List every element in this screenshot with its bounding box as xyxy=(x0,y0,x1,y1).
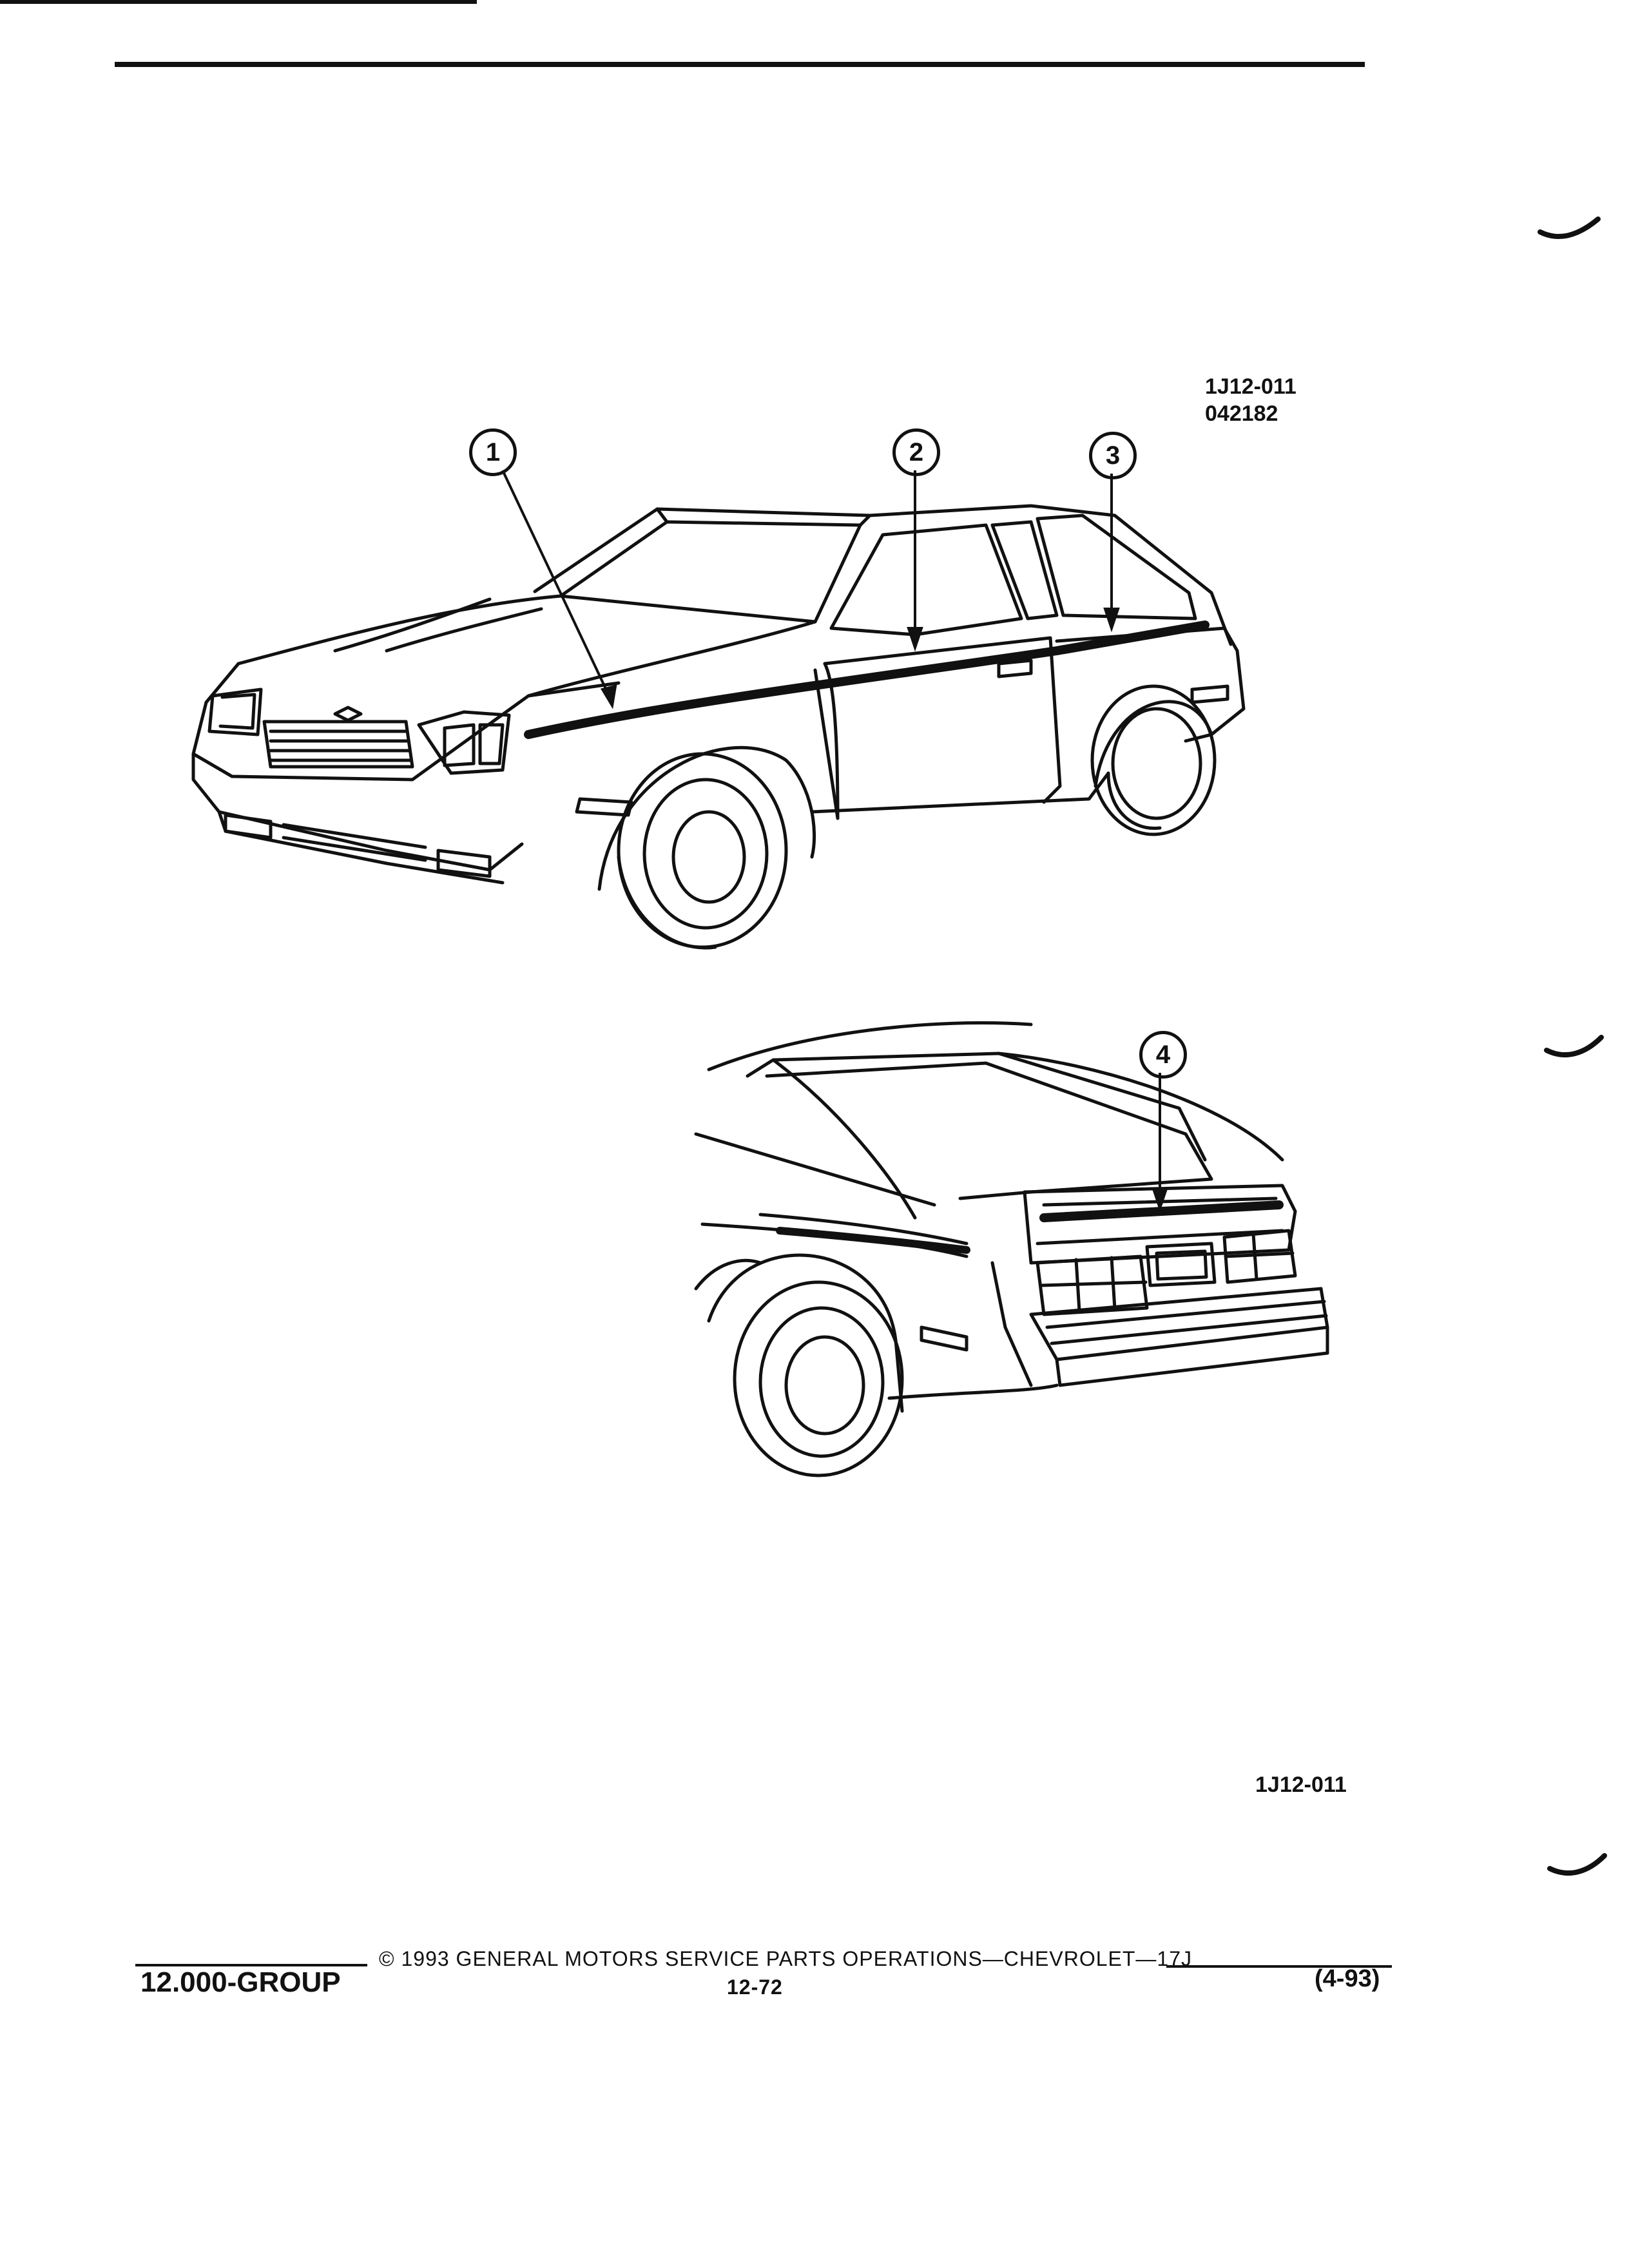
footer-group-label: 12.000-GROUP xyxy=(140,1966,341,1998)
callout-3-label: 3 xyxy=(1105,441,1121,470)
callout-leaders-front xyxy=(501,470,1120,709)
footer-page-number: 12-72 xyxy=(727,1975,783,1999)
footer-rule-left xyxy=(135,1964,367,1966)
footer-copyright: © 1993 GENERAL MOTORS SERVICE PARTS OPER… xyxy=(379,1947,1192,1970)
top-edge-rule xyxy=(0,0,477,4)
footer-rule-right xyxy=(1166,1965,1392,1968)
figure-code-bottom: 1J12-011 xyxy=(1255,1773,1347,1797)
footer-revision: (4-93) xyxy=(1315,1965,1380,1992)
figure-date-code: 042182 xyxy=(1205,401,1278,426)
figure-code-top: 1J12-011 xyxy=(1205,374,1296,399)
binding-marks xyxy=(1537,216,1607,1876)
callout-4-label: 4 xyxy=(1155,1041,1171,1069)
car-rear-illustration xyxy=(694,1021,1329,1477)
callout-2: 2 xyxy=(892,428,940,476)
callout-3: 3 xyxy=(1089,432,1137,479)
header-rule xyxy=(115,62,1365,67)
callout-2-label: 2 xyxy=(909,438,924,466)
callout-1: 1 xyxy=(469,428,517,476)
callout-4: 4 xyxy=(1139,1031,1187,1079)
callout-leader-rear xyxy=(1152,1073,1168,1213)
car-front-illustration xyxy=(191,504,1246,950)
callout-1-label: 1 xyxy=(485,438,501,466)
